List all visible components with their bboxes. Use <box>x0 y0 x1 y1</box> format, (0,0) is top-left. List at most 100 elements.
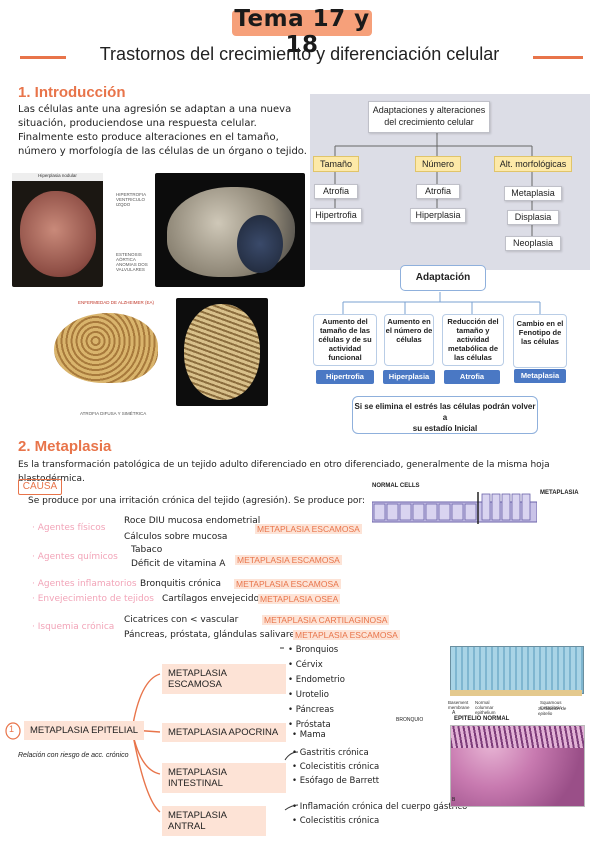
normal-cells-label: NORMAL CELLS <box>372 483 420 489</box>
epitelial-number: 1 <box>9 724 15 734</box>
histology-diagram-a <box>450 646 584 694</box>
list-item: • Esófago de Barrett <box>292 776 380 786</box>
list-item: • Gastritis crónica <box>292 748 369 758</box>
antral-list: • Inflamación crónica del cuerpo gástric… <box>292 800 467 828</box>
cause-item: Cálculos sobre mucosa <box>124 532 228 542</box>
epitelial-note: Relación con riesgo de acc. crónico <box>18 752 129 759</box>
head-numero: Número <box>415 156 461 172</box>
cause-item: Roce DIU mucosa endometrial <box>124 516 261 526</box>
photo-label: ESTENOSIS AÓRTICA ANOMIAS DOS VALVULARES <box>116 252 148 272</box>
tag-cartilaginosa: METAPLASIA CARTILAGINOSA <box>262 615 390 625</box>
tag-escamosa: METAPLASIA ESCAMOSA <box>255 524 362 534</box>
organ-image <box>20 191 96 277</box>
btn-hiperplasia: Hiperplasia <box>383 370 435 384</box>
label-bronquio: BRONQUIO <box>396 717 424 723</box>
flow-title-line: Adaptaciones y alteraciones <box>372 105 486 115</box>
histology-diagram-b <box>450 725 585 807</box>
agent-envejecimiento: · Envejecimiento de tejidos <box>32 594 154 604</box>
intro-text: Las células ante una agresión se adaptan… <box>18 103 308 159</box>
photo-label: HIPERTROFIA VENTRICULO IZQDO <box>116 192 146 207</box>
card-hiperplasia: Aumento en el número de células <box>384 314 434 366</box>
label-b: B <box>452 797 456 803</box>
causa-text: Se produce por una irritación crónica de… <box>28 496 366 506</box>
head-tamano: Tamaño <box>313 156 359 172</box>
branch-antral: METAPLASIA ANTRAL <box>162 806 266 836</box>
cause-item: Cicatrices con < vascular <box>124 615 239 625</box>
item-atrofia: Atrofia <box>416 184 460 199</box>
causa-label: CAUSA <box>18 479 62 495</box>
escamosa-list: • Bronquios • Cérvix • Endometrio • Urot… <box>288 643 345 733</box>
list-item: • Colecistitis crónica <box>292 816 380 826</box>
subtitle-rule-left <box>20 56 66 59</box>
agent-quimicos: · Agentes químicos <box>32 552 118 562</box>
item-hipertrofia: Hipertrofia <box>310 208 362 223</box>
adaptacion-connectors <box>342 292 541 314</box>
tag-escamosa: METAPLASIA ESCAMOSA <box>235 555 342 565</box>
adaptations-connectors <box>334 130 533 236</box>
metaplasia-heading: 2. Metaplasia <box>18 438 112 455</box>
flow-title-line: del crecimiento celular <box>384 117 474 127</box>
item-displasia: Displasia <box>507 210 559 225</box>
intro-line: número y morfología de las células de un… <box>18 146 307 157</box>
agent-isquemia: · Isquemia crónica <box>32 622 115 632</box>
label-a: A <box>452 710 456 716</box>
page-title: Tema 17 y 18 <box>234 6 370 58</box>
label-epitelio-normal: EPITELIO NORMAL <box>454 716 510 722</box>
list-item: • Mama <box>292 730 326 740</box>
head-morfologicas: Alt. morfológicas <box>494 156 572 172</box>
label-sustitucion: Sustitución de epitelio <box>538 706 567 716</box>
intestinal-list: • Gastritis crónica • Colecistitis cróni… <box>292 746 379 788</box>
intro-line: situación, produciendose una respuesta c… <box>18 118 257 129</box>
cause-item: Tabaco <box>131 545 163 555</box>
tag-osea: METAPLASIA OSEA <box>258 594 341 604</box>
branch-escamosa: METAPLASIA ESCAMOSA <box>162 664 286 694</box>
photo-label: ENFERMEDAD DE ALZHEIMER (EA) <box>78 300 155 305</box>
list-item: • Próstata <box>288 720 331 730</box>
cause-item: Déficit de vitamina A <box>131 559 226 569</box>
adaptacion-root: Adaptación <box>400 265 486 291</box>
basement-membrane <box>450 690 582 696</box>
btn-atrofia: Atrofia <box>444 370 500 384</box>
cause-item: Cartílagos envejecidos <box>162 594 264 604</box>
subtitle-rule-right <box>533 56 583 59</box>
heart-chamber <box>237 215 283 273</box>
list-item: • Colecistitis crónica <box>292 762 380 772</box>
photo-cerebro-superior <box>176 298 268 406</box>
btn-metaplasia: Metaplasia <box>514 369 566 383</box>
card-metaplasia: Cambio en el Fenotipo de las células <box>513 314 567 368</box>
title-highlight <box>232 10 372 36</box>
cells-illustration <box>372 492 537 524</box>
brain-image <box>184 304 260 400</box>
agent-inflamatorios: · Agentes inflamatorios <box>32 579 137 589</box>
flow-title-box: Adaptaciones y alteraciones del crecimie… <box>368 101 490 133</box>
photo-label: ATROFIA DIFUSA Y SIMÉTRICA <box>80 411 147 416</box>
list-item: • Inflamación crónica del cuerpo gástric… <box>292 802 468 812</box>
page-subtitle: Trastornos del crecimiento y diferenciac… <box>99 44 500 64</box>
card-atrofia: Reducción del tamaño y actividad metaból… <box>442 314 504 366</box>
label-normal-columnar: Normal columnar epithelium <box>475 700 496 715</box>
tag-escamosa: METAPLASIA ESCAMOSA <box>234 579 341 589</box>
intro-line: Las células ante una agresión se adaptan… <box>18 104 292 115</box>
item-metaplasia: Metaplasia <box>504 186 562 201</box>
list-item: • Endometrio <box>288 675 345 685</box>
label-basement: Basement membrane <box>448 700 470 710</box>
list-item: • Bronquios <box>288 645 339 655</box>
photo-label: Hiperplasia nodular <box>12 173 103 181</box>
list-item: • Páncreas <box>288 705 334 715</box>
cause-item: Páncreas, próstata, glándulas salivares <box>124 630 300 640</box>
intro-line: Finalmente esto produce alteraciones en … <box>18 132 279 143</box>
list-item: • Cérvix <box>288 660 323 670</box>
note-line: su estadío Inicial <box>412 424 478 433</box>
note-line: Si se elimina el estrés las células podr… <box>354 402 536 422</box>
branch-apocrina: METAPLASIA APOCRINA <box>162 723 286 742</box>
list-item: • Urotelio <box>288 690 329 700</box>
card-hipertrofia: Aumento del tamaño de las células y de s… <box>313 314 377 366</box>
btn-hipertrofia: Hipertrofia <box>316 370 374 384</box>
intro-heading: 1. Introducción <box>18 84 126 101</box>
metaplasia-cells-label: METAPLASIA <box>540 490 579 496</box>
photo-corazon <box>155 173 305 287</box>
agent-fisicos: · Agentes físicos <box>32 523 106 533</box>
item-hiperplasia: Hiperplasia <box>410 208 466 223</box>
branch-intestinal: METAPLASIA INTESTINAL <box>162 763 286 793</box>
reversibility-note: Si se elimina el estrés las células podr… <box>352 396 538 434</box>
